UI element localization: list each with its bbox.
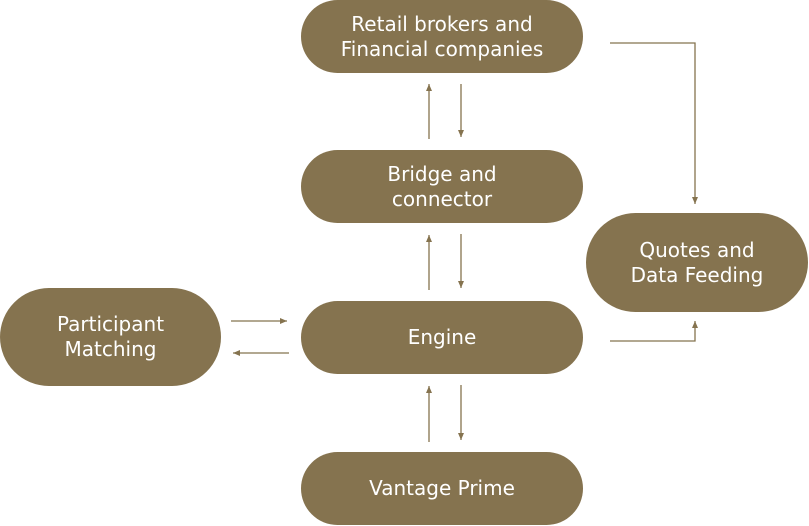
- node-engine-label: Engine: [407, 325, 477, 349]
- node-vantage-prime: Vantage Prime: [301, 452, 583, 525]
- node-bridge-connector: Bridge and connector: [301, 150, 583, 223]
- arrow-engine-to-quotes: [610, 321, 698, 342]
- node-quotes-data-feeding: Quotes and Data Feeding: [586, 213, 808, 312]
- arrow-retail-to-quotes: [610, 42, 698, 204]
- node-vantage-prime-label: Vantage Prime: [369, 476, 515, 500]
- node-retail-brokers: Retail brokers and Financial companies: [301, 0, 583, 73]
- node-participant-matching: Participant Matching: [0, 288, 221, 386]
- node-quotes-data-feeding-label: Quotes and Data Feeding: [630, 237, 764, 287]
- node-engine: Engine: [301, 301, 583, 374]
- node-bridge-connector-label: Bridge and connector: [387, 161, 497, 211]
- node-participant-matching-label: Participant Matching: [56, 312, 165, 361]
- node-retail-brokers-label: Retail brokers and Financial companies: [340, 11, 544, 61]
